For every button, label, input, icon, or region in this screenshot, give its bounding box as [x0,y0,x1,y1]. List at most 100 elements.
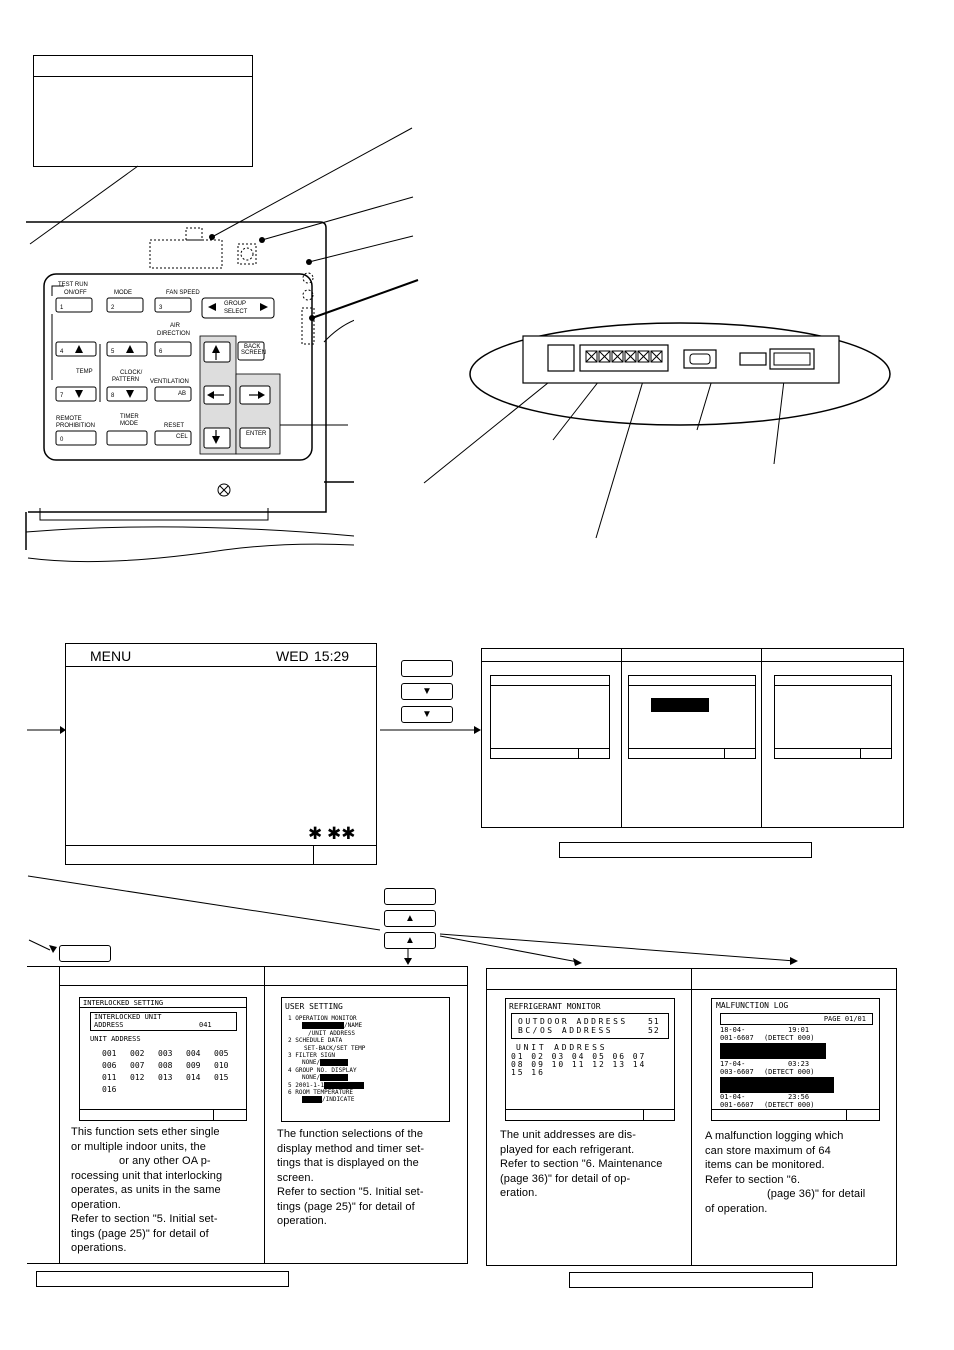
redacted-block [302,1022,344,1030]
desc-line: display method and timer set- [277,1142,425,1155]
ab-label: AB [178,391,187,397]
key-2[interactable]: 2 [111,305,115,311]
air-direction-label-1: AIR [170,323,181,329]
entry-time: 23:56 [788,1093,810,1101]
entry-date: 18-04- [720,1026,746,1034]
down-button-1[interactable]: ▼ [401,683,453,700]
entry-time: 19:01 [788,1026,810,1034]
refrigerant-row-2: 08 09 10 11 12 13 14 [511,1060,647,1069]
desc-line: tings (page 25)" for detail of [71,1227,209,1240]
interlocked-unit-label-2: ADDRESS [94,1021,124,1029]
on-off-label: ON/OFF [64,290,87,296]
setting-line: 6 ROOM TEMPERATURE [288,1089,354,1097]
refrigerant-unit-label: UNIT ADDRESS [516,1043,608,1052]
remote-prohibition-label-1: REMOTE [56,416,82,422]
malfunction-title: MALFUNCTION LOG [716,1001,789,1010]
bcos-address-value: 52 [648,1026,660,1035]
address-cell: 001 [102,1049,117,1058]
desc-line: Refer to section "5. Initial set- [71,1213,218,1225]
submenu-screen-2 [628,675,756,759]
fan-speed-label: FAN SPEED [166,290,200,296]
desc-line: tings (page 25)" for detail of [277,1200,415,1213]
temp-label: TEMP [76,369,93,375]
menu-button[interactable] [401,660,453,677]
key-6[interactable]: 6 [159,349,163,355]
setting-line: SET-BACK/SET TEMP [304,1044,366,1052]
redacted-block [324,1081,365,1089]
refrigerant-title: REFRIGERANT MONITOR [509,1002,601,1011]
up-button-1[interactable]: ▲ [384,910,436,927]
key-3[interactable]: 3 [159,305,163,311]
interlocked-unit-value: 041 [199,1021,212,1029]
address-cell: 013 [158,1073,173,1082]
address-cell: 012 [130,1073,145,1082]
desc-line: items can be monitored. [705,1159,825,1171]
menu-day: WED [276,648,309,664]
key-4[interactable]: 4 [60,349,64,355]
remote-prohibition-label-2: PROHIBITION [56,423,96,429]
address-cell: 014 [186,1073,201,1082]
down-arrow-icon: ▼ [422,686,432,697]
entry-code: 001-6607 [720,1101,754,1109]
key-5[interactable]: 5 [111,349,115,355]
clock-pattern-label-1: CLOCK/ [120,370,143,376]
setting-line-text: 5 2001-1-1 [288,1081,325,1089]
setting-line: /INDICATE [288,1096,446,1104]
up-arrow-icon: ▲ [405,913,415,924]
desc-line: tings that is displayed on the [277,1157,419,1169]
setting-line: 5 2001-1-1 [288,1081,446,1089]
key-0[interactable]: 0 [60,437,64,443]
back-screen-label-2: SCREEN [241,350,267,356]
setting-line: /NAME [288,1022,446,1030]
group-select-label-1: GROUP [224,301,247,307]
malfunction-description: A malfunction logging which can store ma… [705,1129,865,1216]
user-setting-description: The function selections of the display m… [277,1127,424,1229]
remote-housing-drawing [25,221,354,563]
entry-code: 003-6607 [720,1068,754,1076]
menu-button-3[interactable] [59,945,111,962]
enter-label: ENTER [246,431,267,437]
desc-line: or any other OA p- [119,1155,211,1167]
address-cell: 016 [102,1085,117,1094]
interlocked-unit-box: INTERLOCKED UNIT ADDRESS 041 [90,1012,237,1031]
redacted-block [320,1074,349,1082]
menu-screen: MENU WED 15:29 ✱ ✱✱ [65,643,377,865]
key-1[interactable]: 1 [60,305,64,311]
menu-marks: ✱ ✱✱ [308,824,356,843]
malfunction-entry: 01-04-23:56 001-6607 (DETECT 000) [720,1093,872,1109]
desc-line: (page 36)" for detail of op- [500,1172,631,1185]
redacted-block [320,1059,349,1067]
desc-line: (page 36)" for detail [767,1188,866,1200]
setting-line-text: NONE/ [302,1059,321,1067]
key-7[interactable]: 7 [60,393,64,399]
clock-pattern-label-2: PATTERN [112,377,140,383]
setting-line-text: /INDICATE [322,1096,355,1104]
address-cell: 010 [214,1061,229,1070]
address-cell: 006 [102,1061,117,1070]
down-arrow-icon: ▼ [422,709,432,720]
key-8[interactable]: 8 [111,393,115,399]
address-cell: 004 [186,1049,201,1058]
setting-line: NONE/ [288,1059,446,1067]
refrigerant-monitor-screen: REFRIGERANT MONITOR OUTDOOR ADDRESS 51 B… [505,998,675,1121]
redacted-block [302,1096,322,1104]
entry-date: 17-04- [720,1060,746,1068]
submenu-screen-1 [490,675,610,759]
address-cell: 015 [214,1073,229,1082]
desc-line: of operation. [705,1202,768,1215]
up-arrow-icon: ▲ [405,935,415,946]
unit-address-label: UNIT ADDRESS [90,1035,141,1043]
mode-label: MODE [114,290,132,296]
address-cell: 011 [102,1073,117,1082]
down-button-2[interactable]: ▼ [401,706,453,723]
desc-line: A malfunction logging which [705,1130,844,1142]
setting-line: /UNIT ADDRESS [308,1029,355,1037]
desc-line: rocessing unit that interlocking [71,1169,223,1182]
submenu-table-right [486,968,897,1266]
desc-line: operation. [277,1215,327,1227]
interlocked-unit-label-1: INTERLOCKED UNIT [94,1013,162,1021]
menu-button-2[interactable] [384,888,436,905]
callout-box [33,55,253,167]
up-button-2[interactable]: ▲ [384,932,436,949]
